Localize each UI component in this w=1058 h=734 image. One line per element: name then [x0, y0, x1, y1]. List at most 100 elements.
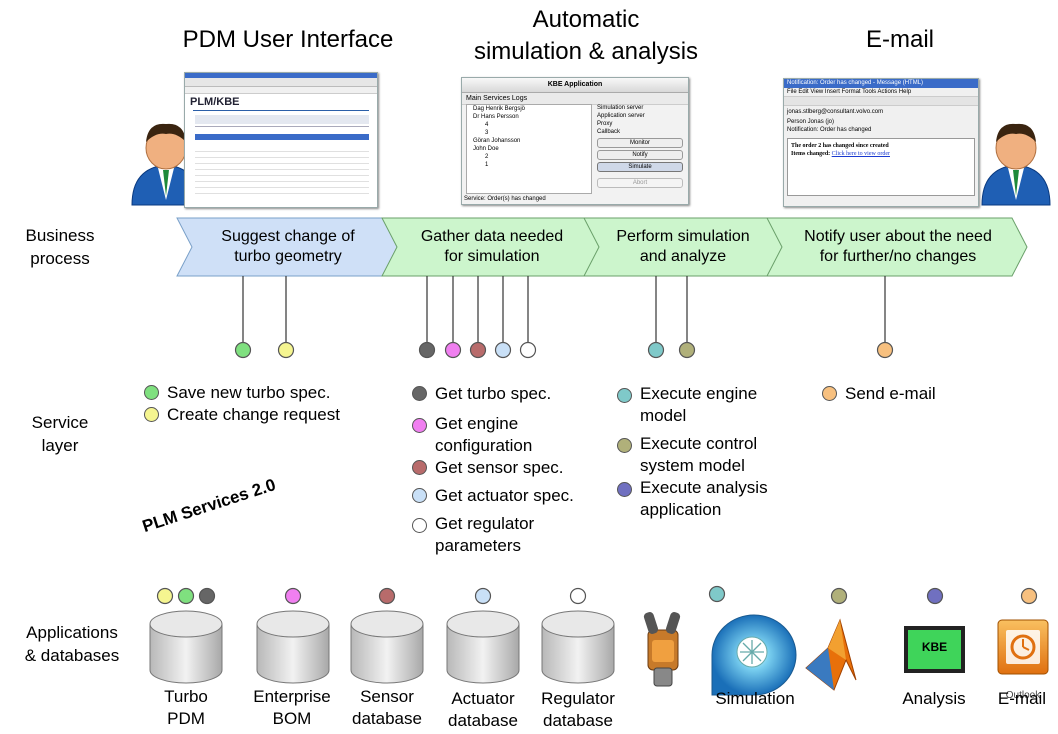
app-label-line: Regulator — [541, 689, 615, 708]
header-automatic: Automatic — [532, 6, 640, 33]
service-label: Execute analysis — [640, 478, 768, 497]
tree-item[interactable]: Dr Hans Persson — [473, 114, 519, 120]
service-dot-icon — [412, 460, 427, 475]
service-label: model — [640, 406, 687, 425]
process-step-line: for further/no changes — [819, 248, 977, 265]
status-item: Proxy — [597, 121, 613, 127]
tree-item[interactable]: 3 — [485, 130, 489, 136]
service-dot-icon — [412, 386, 427, 401]
header-pdm: PDM User Interface — [182, 26, 394, 53]
service-item: Execute engine model — [617, 383, 797, 427]
tree-item[interactable]: Göran Johansson — [473, 138, 521, 144]
mail-body: The order 2 has changed since created It… — [787, 138, 975, 196]
app-label-line: database — [352, 709, 422, 728]
process-step-line: Suggest change of — [221, 228, 355, 245]
app-label-sensor-database: Sensor database — [340, 686, 434, 730]
service-label: Execute control — [640, 434, 758, 453]
app-dots — [156, 585, 1038, 605]
app-label-line: BOM — [272, 709, 312, 728]
mail-body-line: Items changed: — [791, 151, 831, 157]
kbe-status-panel: Simulation server Application server Pro… — [597, 104, 683, 188]
service-item: Get sensor spec. — [412, 457, 612, 479]
mail-subject: Notification: Order has changed — [787, 127, 872, 133]
turbo-icon — [711, 614, 797, 696]
kbe-statusbar: Service: Order(s) has changed — [464, 196, 546, 202]
service-label: Save new turbo spec. — [167, 383, 331, 402]
kbe-icon-label: KBE — [921, 640, 948, 654]
service-item: Send e-mail — [822, 383, 972, 405]
app-label-line: database — [543, 711, 613, 730]
service-item: Get actuator spec. — [412, 485, 612, 507]
service-label: system model — [640, 456, 745, 475]
outlook-icon — [997, 619, 1049, 675]
service-list-3: Execute engine model Execute control syste… — [617, 383, 797, 521]
simulate-button[interactable]: Simulate — [597, 162, 683, 172]
app-label-line: Simulation — [715, 689, 795, 708]
app-label-line: E-mail — [997, 689, 1047, 708]
header-simulation-analysis: simulation & analysis — [473, 38, 699, 65]
tree-item[interactable]: 1 — [485, 162, 489, 168]
app-label-line: Turbo — [164, 687, 208, 706]
service-label: Get regulator — [435, 514, 535, 533]
app-label-line: PDM — [167, 709, 205, 728]
service-label: Get turbo spec. — [435, 384, 552, 403]
abort-button[interactable]: Abort — [597, 178, 683, 188]
app-label-line: Sensor — [360, 687, 414, 706]
service-label: Execute engine — [640, 384, 758, 403]
service-label: Get engine — [435, 414, 519, 433]
process-step-line: Gather data needed — [420, 228, 564, 245]
monitor-button[interactable]: Monitor — [597, 138, 683, 148]
tree-item[interactable]: 4 — [485, 122, 489, 128]
engine-icon — [643, 612, 681, 687]
process-step-1-text: Suggest change of turbo geometry — [190, 227, 386, 267]
status-item: Application server — [597, 113, 645, 119]
row-label-applications: Applications — [26, 623, 118, 642]
db-actuator — [446, 610, 520, 684]
notify-button[interactable]: Notify — [597, 150, 683, 160]
outlook-icon-label: Outlook — [1005, 690, 1041, 701]
service-label: Get sensor spec. — [435, 458, 564, 477]
app-label-line: Actuator — [451, 689, 515, 708]
kbe-app-screenshot: KBE Application Main Services Logs Dag H… — [461, 77, 689, 205]
row-label-databases: & databases — [24, 646, 120, 665]
kbe-icon — [904, 626, 965, 673]
tree-item[interactable]: John Doe — [473, 146, 499, 152]
app-label-line: database — [448, 711, 518, 730]
app-label-line: Enterprise — [253, 687, 331, 706]
header-email: E-mail — [865, 26, 934, 53]
process-step-2-text: Gather data needed for simulation — [394, 227, 590, 267]
service-item: Save new turbo spec. — [144, 382, 394, 404]
mail-window-title: Notification: Order has changed - Messag… — [784, 79, 978, 88]
service-dot-icon — [412, 418, 427, 433]
service-label: Create change request — [167, 405, 340, 424]
process-step-line: and analyze — [639, 248, 727, 265]
app-label-line: Analysis — [902, 689, 966, 708]
service-label: configuration — [435, 436, 533, 455]
service-dot-icon — [617, 438, 632, 453]
kbe-tree-panel: Dag Henrik Bergsjö Dr Hans Persson 4 3 G… — [466, 104, 592, 194]
kbe-window-title: KBE Application — [462, 78, 688, 93]
view-order-link[interactable]: Click here to view order — [831, 151, 890, 157]
user-avatar-left — [131, 123, 201, 206]
db-sensor — [350, 610, 424, 684]
process-step-4-text: Notify user about the need for further/n… — [778, 227, 1018, 267]
pdm-screen-title: PLM/KBE — [190, 96, 240, 108]
tree-item[interactable]: Dag Henrik Bergsjö — [473, 106, 526, 112]
mail-menubar: File Edit View Insert Format Tools Actio… — [784, 88, 978, 97]
process-step-line: Perform simulation — [616, 228, 750, 245]
status-item: Callback — [597, 129, 621, 135]
app-label-email: E-mail — [988, 688, 1056, 710]
service-dot-icon — [144, 407, 159, 422]
tree-item[interactable]: 2 — [485, 154, 489, 160]
service-dots — [234, 341, 894, 359]
db-turbo-pdm — [149, 610, 223, 684]
service-item: Get engine configuration — [412, 413, 612, 457]
service-dot-icon — [412, 518, 427, 533]
matlab-icon — [805, 618, 857, 691]
service-label: Get actuator spec. — [435, 486, 574, 505]
process-step-line: turbo geometry — [234, 248, 342, 265]
service-label: parameters — [435, 536, 521, 555]
